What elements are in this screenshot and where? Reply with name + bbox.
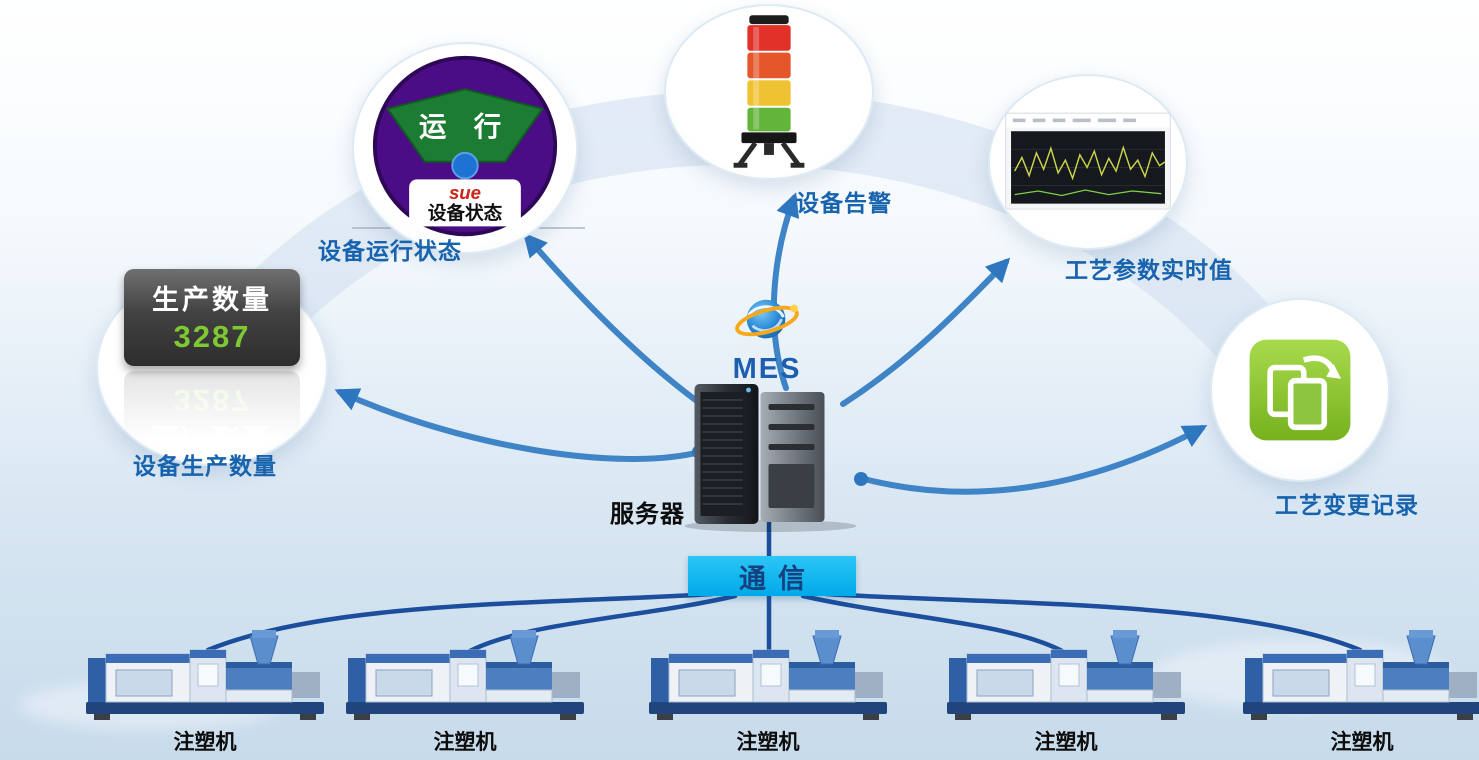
- injection-machine-2: [340, 628, 590, 724]
- status-dial-icon: 运 行 sue 设备状态: [372, 55, 558, 237]
- injection-machine-3: [643, 628, 893, 724]
- server-tower-icon: [684, 384, 857, 532]
- machine-label-5: 注塑机: [1330, 731, 1394, 754]
- machine-label-2: 注塑机: [433, 731, 497, 754]
- machine-label-1: 注塑机: [173, 731, 237, 754]
- mes-globe-icon: [735, 299, 799, 339]
- device-status-node: 运 行 sue 设备状态: [352, 42, 578, 254]
- process-change-label: 工艺变更记录: [1275, 492, 1419, 518]
- production-badge-group: 生产数量 3287 生产数量 3287: [124, 268, 300, 468]
- production-count-node: 生产数量 3287 生产数量 3287: [96, 268, 328, 468]
- comm-box: 通信: [688, 556, 856, 596]
- status-running-text: 运 行: [419, 111, 511, 142]
- production-badge-value: 3287: [173, 318, 251, 354]
- device-alarm-label: 设备告警: [796, 190, 892, 216]
- arrow-server-to-realtime: [840, 257, 1011, 407]
- arrow-server-to-change: [857, 425, 1208, 495]
- process-change-icon: [1249, 339, 1351, 441]
- device-alarm-node: [664, 4, 874, 180]
- process-change-node: [1210, 298, 1390, 482]
- machine-label-4: 注塑机: [1034, 731, 1098, 754]
- injection-machine-4: [941, 628, 1191, 724]
- status-brand-text: sue: [449, 182, 481, 203]
- process-parameter-chart: [1005, 112, 1171, 210]
- machine-label-3: 注塑机: [736, 731, 800, 754]
- production-count-badge: 生产数量 3287: [124, 268, 300, 366]
- injection-machine-5: [1237, 628, 1479, 724]
- injection-machine-1: [80, 628, 330, 724]
- mes-logo-group: MES: [712, 292, 822, 386]
- signal-tower-icon: [733, 15, 805, 168]
- process-realtime-label: 工艺参数实时值: [1065, 257, 1233, 283]
- status-caption-text: 设备状态: [428, 203, 503, 224]
- production-count-label: 设备生产数量: [133, 453, 277, 479]
- mes-system-label: MES: [732, 353, 802, 385]
- device-status-label: 设备运行状态: [318, 238, 462, 264]
- comm-label: 通信: [739, 563, 817, 594]
- process-realtime-node: [988, 74, 1188, 250]
- arrow-server-to-production: [334, 388, 703, 462]
- production-badge-title: 生产数量: [152, 284, 272, 315]
- server-label: 服务器: [610, 501, 685, 528]
